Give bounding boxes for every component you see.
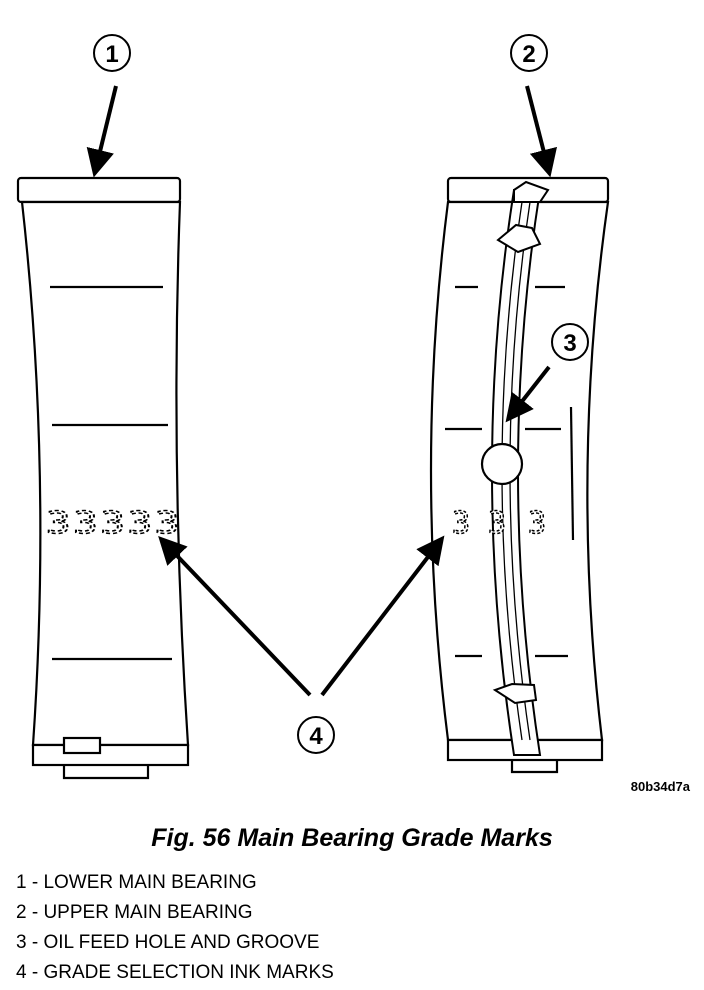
callout-3-label: 3	[563, 330, 576, 357]
legend-list: 1 - LOWER MAIN BEARING 2 - UPPER MAIN BE…	[16, 868, 334, 988]
callout-4-arrow-left	[158, 535, 312, 697]
callout-4-label: 4	[309, 723, 323, 750]
legend-item: 3 - OIL FEED HOLE AND GROOVE	[16, 932, 320, 953]
lower-main-bearing	[16, 176, 190, 780]
callout-4-arrow-right	[320, 535, 445, 697]
callout-2-arrow	[525, 85, 558, 178]
legend-item: 1 - LOWER MAIN BEARING	[16, 872, 257, 893]
upper-ink-mark-mid: 3	[488, 506, 508, 541]
callout-1: 1	[93, 34, 131, 72]
callout-4: 4	[297, 716, 335, 754]
callout-1-arrow	[86, 85, 118, 178]
legend-item: 2 - UPPER MAIN BEARING	[16, 902, 253, 923]
upper-bearing-back-edge	[569, 406, 575, 541]
lower-ink-marks: 33333	[46, 506, 182, 541]
legend-item: 4 - GRADE SELECTION INK MARKS	[16, 962, 334, 983]
figure-caption: Fig. 56 Main Bearing Grade Marks	[151, 824, 553, 852]
upper-ink-mark-left: 3	[452, 506, 472, 541]
callout-1-label: 1	[105, 41, 118, 68]
callout-3-arrow	[505, 365, 551, 423]
callout-2-label: 2	[522, 41, 535, 68]
figure-id: 80b34d7a	[630, 779, 690, 794]
bearing-diagram: 33333 3 3 3 1 2 3	[16, 34, 610, 780]
callout-3: 3	[551, 323, 589, 361]
callout-2: 2	[510, 34, 548, 72]
upper-ink-mark-right: 3	[528, 506, 548, 541]
oil-feed-hole	[480, 442, 524, 486]
